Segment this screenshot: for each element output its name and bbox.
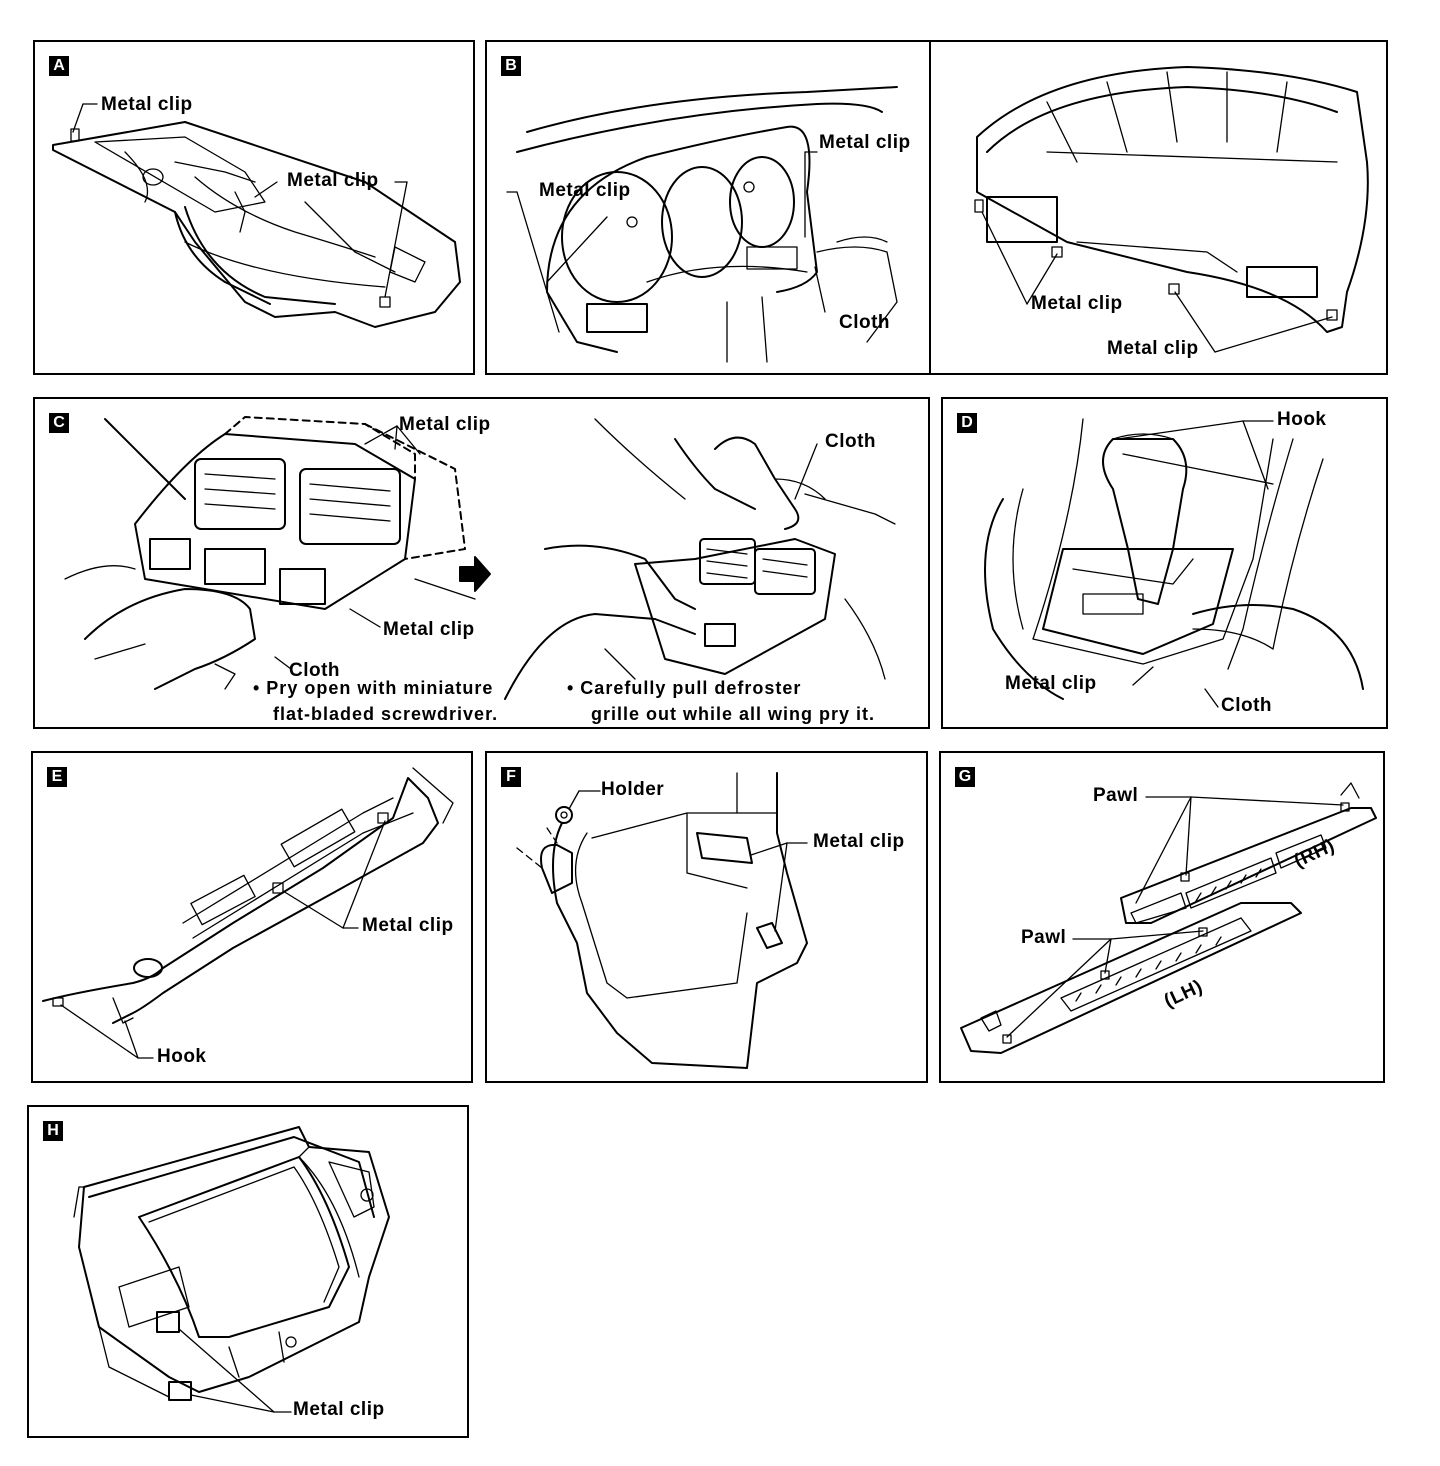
hook-label: Hook (157, 1046, 207, 1067)
hook-label: Hook (1277, 409, 1327, 430)
panel-h-letter: H (43, 1121, 63, 1141)
metal-clip-label: Metal clip (1005, 673, 1097, 694)
metal-clip-label: Metal clip (399, 414, 491, 435)
panel-g-illustration (960, 782, 1377, 1054)
panel-h-illustration (73, 1126, 390, 1413)
cloth-label: Cloth (839, 312, 891, 333)
metal-clip-label: Metal clip (293, 1399, 385, 1420)
pry-instruction-line-1: • Pry open with miniature (253, 678, 494, 698)
panel-d-letter: D (957, 413, 977, 433)
panel-e-illustration (42, 767, 454, 1059)
metal-clip-label: Metal clip (539, 180, 631, 201)
panel-a: A Metal clip Metal clip (33, 40, 475, 375)
cloth-label: Cloth (825, 431, 877, 452)
metal-clip-label: Metal clip (101, 94, 193, 115)
panel-f-letter: F (501, 767, 521, 787)
panel-b-illustration (506, 42, 1369, 373)
metal-clip-label: Metal clip (383, 619, 475, 640)
pawl-label: Pawl (1093, 785, 1139, 806)
panel-e: E Metal clip Hook (31, 751, 473, 1083)
panel-f: F Holder Metal clip (485, 751, 928, 1083)
panel-h: H Metal clip (27, 1105, 469, 1438)
panel-a-illustration (52, 103, 461, 328)
panel-b-letter: B (501, 56, 521, 76)
pawl-label: Pawl (1021, 927, 1067, 948)
metal-clip-label: Metal clip (819, 132, 911, 153)
panel-f-illustration (516, 772, 808, 1069)
panel-d-illustration (984, 418, 1364, 708)
panel-d: D Hook Metal clip Cloth (941, 397, 1388, 729)
panel-b: B Metal clip Metal clip Cloth Metal clip… (485, 40, 1388, 375)
pry-instruction-line-2: flat-bladed screwdriver. (273, 704, 499, 724)
metal-clip-label: Metal clip (362, 915, 454, 936)
pull-instruction-line-2: grille out while all wing pry it. (591, 704, 876, 724)
metal-clip-label: Metal clip (1031, 293, 1123, 314)
panel-c-illustration (64, 416, 896, 700)
panel-e-letter: E (47, 767, 67, 787)
panel-c: C Metal clip Metal clip Cloth Cloth • Pr… (33, 397, 930, 729)
metal-clip-label: Metal clip (287, 170, 379, 191)
metal-clip-label: Metal clip (813, 831, 905, 852)
panel-c-letter: C (49, 413, 69, 433)
cloth-label: Cloth (1221, 695, 1273, 716)
pull-instruction-line-1: • Carefully pull defroster (567, 678, 802, 698)
panel-g-letter: G (955, 767, 975, 787)
panel-g: G Pawl Pawl (RH) (LH) (939, 751, 1385, 1083)
metal-clip-label: Metal clip (1107, 338, 1199, 359)
panel-a-letter: A (49, 56, 69, 76)
cloth-label: Cloth (289, 660, 341, 681)
holder-label: Holder (601, 779, 665, 800)
